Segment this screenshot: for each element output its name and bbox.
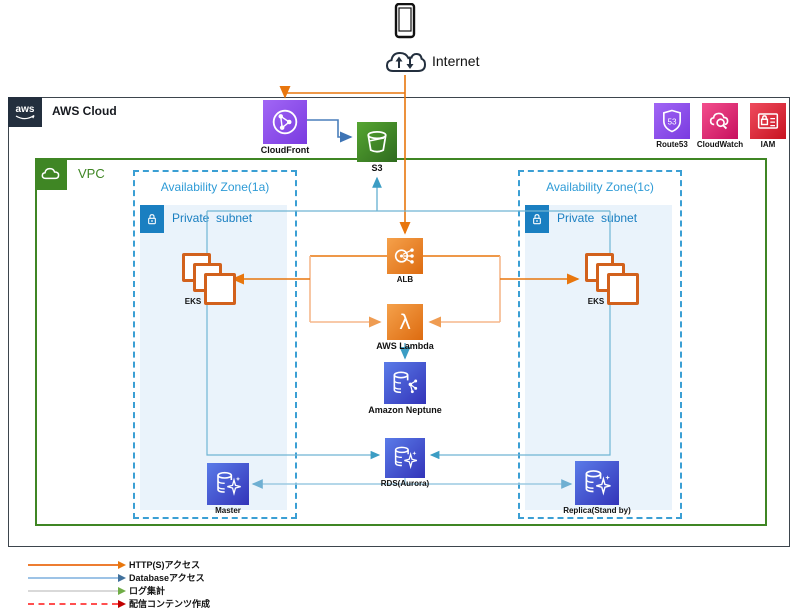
legend-item-http: HTTP(S)アクセス — [28, 558, 200, 571]
route53-icon: 53 — [654, 103, 690, 139]
legend-label-database: Databaseアクセス — [129, 573, 205, 583]
master-db-label: Master — [215, 506, 241, 515]
lambda-label: AWS Lambda — [376, 341, 434, 351]
eks-left-label: EKS — [184, 297, 202, 306]
edge-eks-right-to-rds — [429, 211, 611, 460]
svg-text:53: 53 — [667, 118, 677, 127]
svg-text:aws: aws — [16, 104, 35, 115]
cloudwatch-node: CloudWatch — [675, 103, 765, 150]
aws-logo: aws — [8, 97, 42, 127]
cloudwatch-label: CloudWatch — [696, 140, 744, 149]
smartphone-icon — [394, 2, 416, 44]
legend-item-database: Databaseアクセス — [28, 571, 205, 584]
legend-label-content: 配信コンテンツ作成 — [129, 599, 211, 608]
legend-line-logs — [28, 589, 118, 592]
neptune-label: Amazon Neptune — [368, 405, 442, 415]
replica-db-node: Replica(Stand by) — [552, 461, 642, 516]
master-db-node: Master — [183, 463, 273, 516]
subnet-1a-title: Private subnet — [172, 211, 253, 225]
lambda-node: λ AWS Lambda — [360, 304, 450, 352]
az-1a-title: Availability Zone(1a) — [160, 180, 270, 194]
replica-db-label: Replica(Stand by) — [563, 506, 631, 515]
internet-cloud-icon — [384, 45, 427, 82]
lambda-icon: λ — [387, 304, 423, 340]
edge-cloudfront-to-s3 — [307, 119, 353, 143]
eks-right-label: EKS — [587, 297, 605, 306]
iam-node: IAM — [723, 103, 810, 150]
legend-arrow-http — [118, 560, 126, 569]
private-subnet-1a: Private subnet — [140, 205, 287, 510]
s3-icon — [357, 122, 397, 162]
rds-node: RDS(Aurora) — [360, 438, 450, 489]
legend-arrow-database — [118, 573, 126, 582]
cloudwatch-icon — [702, 103, 738, 139]
master-db-icon — [207, 463, 249, 505]
vpc-icon — [35, 158, 67, 190]
legend-item-logs: ログ集計 — [28, 584, 165, 597]
cloudfront-icon — [263, 100, 307, 144]
svg-text:λ: λ — [399, 310, 411, 334]
legend-line-content — [28, 602, 118, 605]
aws-cloud-box — [8, 97, 790, 547]
subnet-lock-icon — [525, 205, 549, 233]
legend-item-content: 配信コンテンツ作成 — [28, 597, 210, 608]
vpc-box — [35, 158, 767, 526]
s3-node: S3 — [332, 122, 422, 174]
edge-eks-left-to-rds — [206, 211, 381, 460]
neptune-node: Amazon Neptune — [360, 362, 450, 416]
legend-label-logs: ログ集計 — [129, 586, 166, 596]
vpc-title: VPC — [78, 166, 105, 181]
internet-label: Internet — [432, 53, 480, 69]
iam-icon — [750, 103, 786, 139]
legend-label-http: HTTP(S)アクセス — [129, 560, 201, 570]
az-1c-title: Availability Zone(1c) — [546, 180, 654, 194]
alb-node: ALB — [360, 238, 450, 285]
legend-arrow-logs — [118, 586, 126, 595]
availability-zone-1c: Availability Zone(1c) — [518, 170, 682, 519]
neptune-icon — [384, 362, 426, 404]
legend-line-database — [28, 576, 118, 579]
eks-icon — [607, 273, 639, 305]
edge-internet-to-cloudfront — [279, 85, 405, 99]
cloudfront-node: CloudFront — [240, 100, 330, 156]
route53-node: 53 Route53 — [627, 103, 717, 150]
eks-icon — [204, 273, 236, 305]
alb-label: ALB — [396, 275, 414, 284]
rds-label: RDS(Aurora) — [380, 479, 430, 488]
legend-line-http — [28, 563, 118, 566]
rds-aurora-icon — [385, 438, 425, 478]
legend-arrow-content — [118, 599, 126, 608]
subnet-lock-icon — [140, 205, 164, 233]
aws-cloud-title: AWS Cloud — [52, 104, 117, 118]
replica-db-icon — [575, 461, 619, 505]
availability-zone-1a: Availability Zone(1a) — [133, 170, 297, 519]
s3-label: S3 — [371, 163, 383, 173]
iam-label: IAM — [760, 140, 776, 149]
alb-icon — [387, 238, 423, 274]
route53-label: Route53 — [656, 140, 688, 149]
cloudfront-label: CloudFront — [260, 145, 310, 155]
